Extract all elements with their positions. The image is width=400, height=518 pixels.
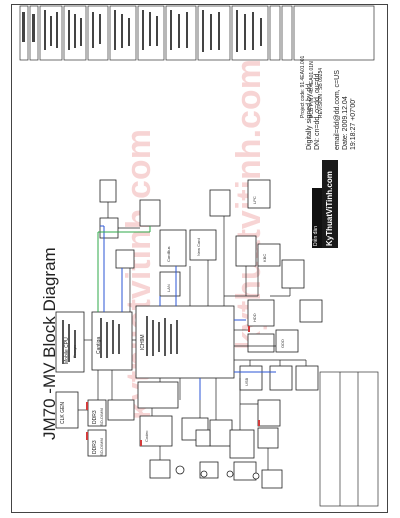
page-border: [11, 4, 388, 513]
cardbus-block-label: CardBus: [166, 246, 171, 262]
lpc-block-label: LPC: [252, 196, 257, 204]
codec-block-label: Codec: [144, 430, 149, 442]
sb-block-label: ICH9M: [140, 334, 146, 350]
lan-block-label: LAN: [166, 284, 171, 292]
ddr1-block-label: DDR3: [92, 410, 98, 424]
newcard-block-label: New Card: [196, 238, 201, 256]
forum-logo-line-2: KyThuatViTinh.com: [325, 171, 334, 246]
usb-block-label: USB: [244, 377, 249, 386]
odd-block-label: ODD: [280, 339, 285, 348]
forum-logo-main: KyThuatViTinh.com: [322, 160, 338, 248]
ddr1-block-sublabel: SO-DIMM: [99, 408, 104, 426]
clk-block-label: CLK GEN: [60, 402, 66, 424]
cpu-block-label: Mobile CPU: [64, 337, 70, 364]
cpu-block-sublabel: Penryn: [72, 345, 77, 358]
nb-block-label: Cantiga: [96, 336, 102, 354]
signature-line-5: 19:18:27 +07'00': [350, 98, 357, 150]
kbc-block-label: KBC: [262, 253, 267, 262]
forum-logo-line-1: Diễn đàn: [313, 225, 319, 246]
signature-line-3: email=dd@dd.com, c=US: [334, 70, 341, 150]
forum-logo: Diễn đàn: [312, 188, 322, 248]
signature-line-2: DN: cn=dd, o=dd, ou=dd,: [314, 71, 321, 150]
signature-line-4: Date: 2009.12.04: [342, 96, 349, 150]
hdd-block-label: HDD: [252, 313, 257, 322]
signature-line-1: Digitally signed by dd: [306, 83, 313, 150]
ddr2-block-sublabel: SO-DIMM: [99, 438, 104, 456]
ddr2-block-label: DDR3: [92, 440, 98, 454]
